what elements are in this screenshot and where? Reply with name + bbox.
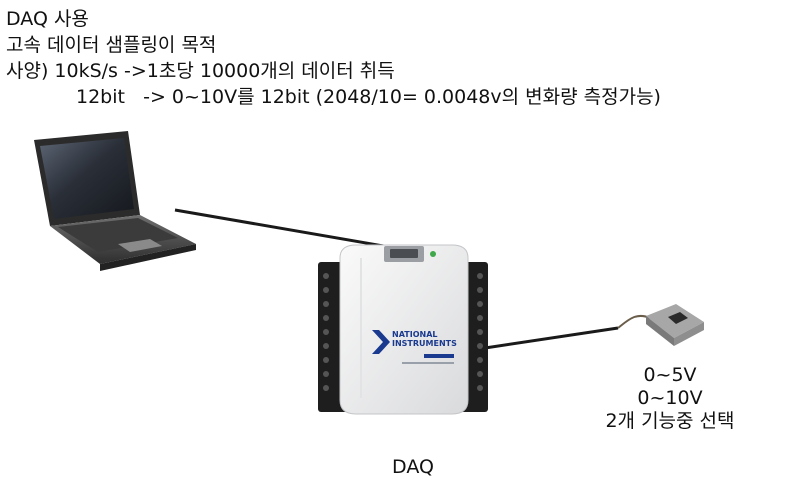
sensor-icon: [617, 304, 704, 346]
sensor-range-2: 0~10V: [637, 387, 703, 409]
sensor-range-1: 0~5V: [643, 364, 697, 386]
header-line-4: 12bit -> 0~10V를 12bit (2048/10= 0.0048v의…: [76, 86, 661, 108]
sensor-note: 2개 기능중 선택: [605, 410, 735, 432]
header-text: DAQ 사용 고속 데이터 샘플링이 목적 사양) 10kS/s ->1초당 1…: [6, 6, 661, 110]
header-line-2: 고속 데이터 샘플링이 목적: [6, 34, 217, 56]
laptop-icon: [34, 131, 196, 271]
ni-brand-line-1: NATIONAL: [392, 330, 438, 339]
ni-brand-text: NATIONAL INSTRUMENTS: [392, 330, 457, 348]
laptop-cable: [174, 208, 396, 250]
daq-device-icon: [318, 244, 488, 415]
header-line-3: 사양) 10kS/s ->1초당 10000개의 데이터 취득: [6, 60, 395, 82]
daq-caption: DAQ: [392, 456, 434, 478]
sensor-spec: 0~5V 0~10V 2개 기능중 선택: [585, 364, 755, 433]
header-line-1: DAQ 사용: [6, 8, 89, 30]
sensor-cable: [484, 326, 619, 350]
ni-brand-line-2: INSTRUMENTS: [392, 339, 457, 348]
